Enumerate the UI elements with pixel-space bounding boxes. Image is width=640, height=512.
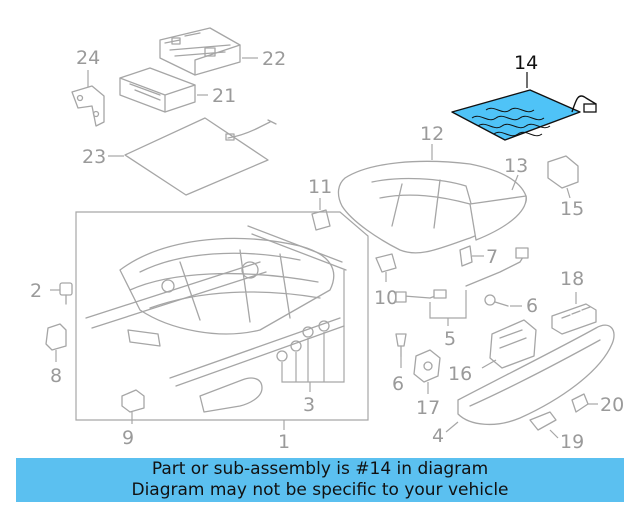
callout-7: 7 — [486, 246, 498, 268]
info-banner: Part or sub-assembly is #14 in diagram D… — [16, 458, 624, 502]
callout-18: 18 — [560, 268, 584, 290]
callout-15: 15 — [560, 198, 584, 220]
callout-23: 23 — [82, 146, 106, 168]
part-6-fastener-a — [484, 294, 522, 307]
part-18-switch — [551, 292, 597, 335]
callout-20: 20 — [600, 394, 624, 416]
part-6-fastener-b — [395, 333, 407, 368]
callout-13: 13 — [504, 155, 528, 177]
callout-12: 12 — [420, 123, 444, 145]
part-22-module — [159, 27, 258, 76]
part-19-knob — [529, 411, 559, 439]
part-17-motor — [413, 349, 441, 394]
part-16-control-unit — [481, 319, 537, 369]
callout-21: 21 — [212, 85, 236, 107]
callout-10: 10 — [374, 287, 398, 309]
callout-4: 4 — [432, 425, 444, 447]
part-15-connector — [547, 155, 579, 199]
callout-16: 16 — [448, 363, 472, 385]
callout-6b: 6 — [392, 373, 404, 395]
callout-1: 1 — [278, 431, 290, 453]
part-14-seat-heater — [451, 72, 597, 141]
callout-19: 19 — [560, 431, 584, 453]
part-20-knob — [571, 393, 598, 413]
callout-24: 24 — [76, 47, 100, 69]
callout-5: 5 — [444, 328, 456, 350]
part-23-sensor-mat — [108, 117, 277, 196]
part-12-13-seat-cushion — [337, 144, 527, 254]
banner-line-2: Diagram may not be specific to your vehi… — [131, 480, 509, 500]
part-11-clip — [311, 198, 331, 231]
callout-8: 8 — [50, 365, 62, 387]
part-3-fasteners — [276, 270, 345, 392]
part-24-bracket — [71, 70, 105, 127]
part-5-harness — [395, 247, 529, 326]
part-2-bolt — [50, 282, 73, 305]
callout-22: 22 — [262, 48, 286, 70]
part-8-clip — [45, 323, 67, 362]
part-7-clip — [459, 245, 484, 267]
callout-9: 9 — [122, 427, 134, 449]
part-21-module — [119, 67, 208, 113]
callout-14: 14 — [514, 52, 538, 74]
part-9-block — [121, 389, 145, 424]
callout-17: 17 — [416, 397, 440, 419]
part-10-clip — [375, 253, 397, 282]
part-1-seat-frame — [75, 211, 369, 430]
callout-3: 3 — [303, 394, 315, 416]
callout-11: 11 — [308, 176, 332, 198]
callout-6a: 6 — [526, 295, 538, 317]
banner-line-1: Part or sub-assembly is #14 in diagram — [151, 459, 489, 479]
callout-2: 2 — [30, 280, 42, 302]
part-4-side-cover — [445, 324, 615, 433]
